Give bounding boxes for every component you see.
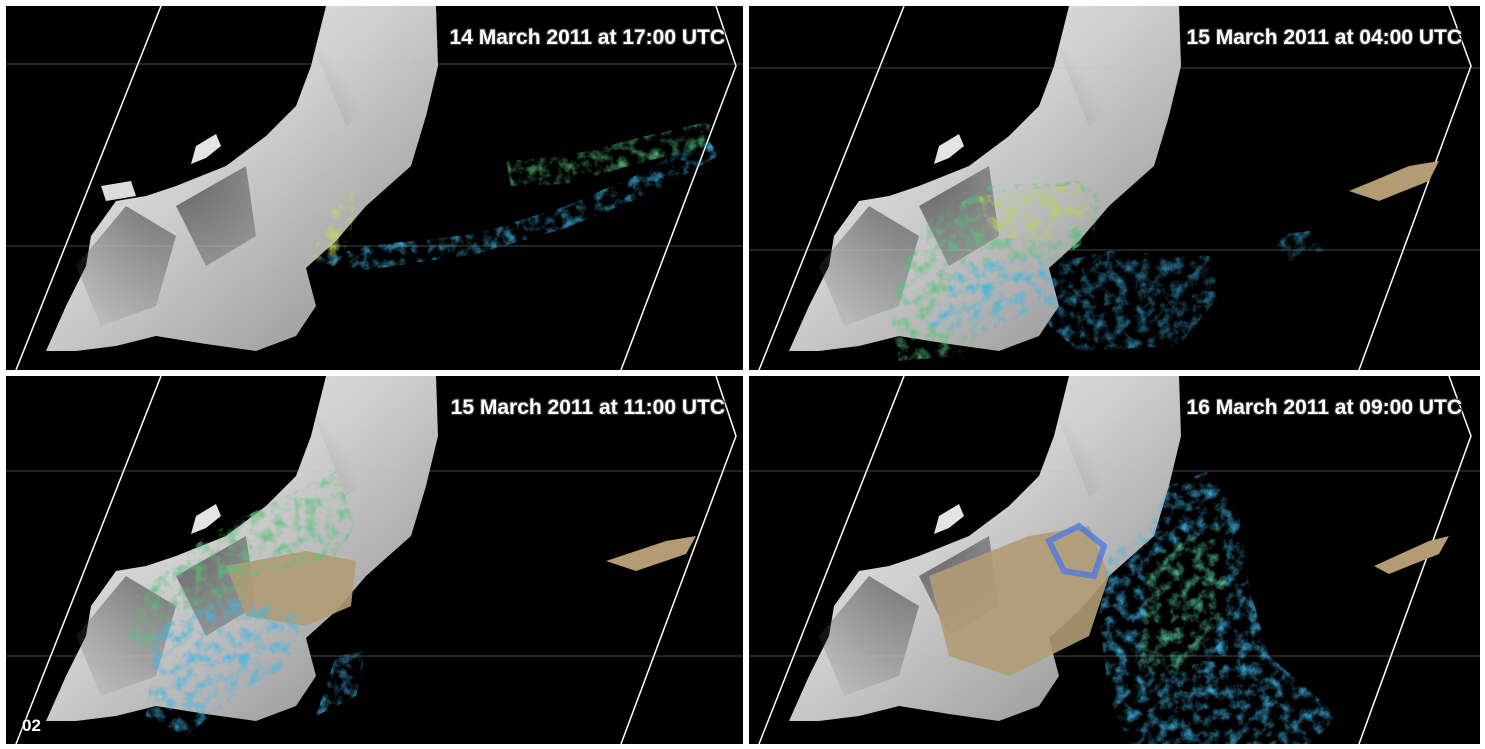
deposition-patch-east — [606, 536, 696, 571]
deposition-patch — [1349, 161, 1439, 201]
grid-box-left — [758, 6, 905, 370]
grid-box-left — [758, 376, 905, 744]
grid-box-right — [620, 376, 737, 744]
plume — [126, 471, 366, 736]
grid-box-left — [15, 6, 162, 370]
grid-box-right — [1358, 6, 1472, 370]
grid-box-right — [620, 6, 737, 370]
deposition-patch — [929, 526, 1109, 676]
blue-contour — [1044, 522, 1108, 580]
grid-box-right — [1358, 376, 1472, 744]
terrain-scene — [6, 376, 743, 744]
map-panel-3: 15 March 2011 at 11:00 UTC 02 — [6, 376, 743, 744]
timestamp-label: 16 March 2011 at 09:00 UTC — [1186, 396, 1462, 419]
terrain-mountains — [819, 16, 1149, 326]
sado-island — [934, 134, 964, 164]
west-coast — [101, 181, 136, 201]
terrain-mountains — [819, 386, 1149, 696]
terrain-mountains — [76, 16, 406, 326]
figure-label: 02 — [22, 716, 41, 735]
sado-island — [191, 504, 221, 534]
plume — [889, 181, 1324, 361]
terrain-scene — [749, 6, 1480, 370]
timestamp-label: 14 March 2011 at 17:00 UTC — [449, 26, 725, 49]
terrain-scene — [6, 6, 743, 370]
grid-box-left — [15, 376, 162, 744]
timestamp-label: 15 March 2011 at 11:00 UTC — [450, 396, 725, 419]
map-panel-1: 14 March 2011 at 17:00 UTC — [6, 6, 743, 370]
map-panel-4: 16 March 2011 at 09:00 UTC — [749, 376, 1480, 744]
plume — [311, 121, 718, 270]
sado-island — [191, 134, 221, 164]
plume — [1099, 471, 1339, 744]
map-panel-2: 15 March 2011 at 04:00 UTC — [749, 6, 1480, 370]
sado-island — [934, 504, 964, 534]
terrain-scene — [749, 376, 1480, 744]
timestamp-label: 15 March 2011 at 04:00 UTC — [1186, 26, 1462, 49]
deposition-patch-east — [1374, 536, 1449, 574]
